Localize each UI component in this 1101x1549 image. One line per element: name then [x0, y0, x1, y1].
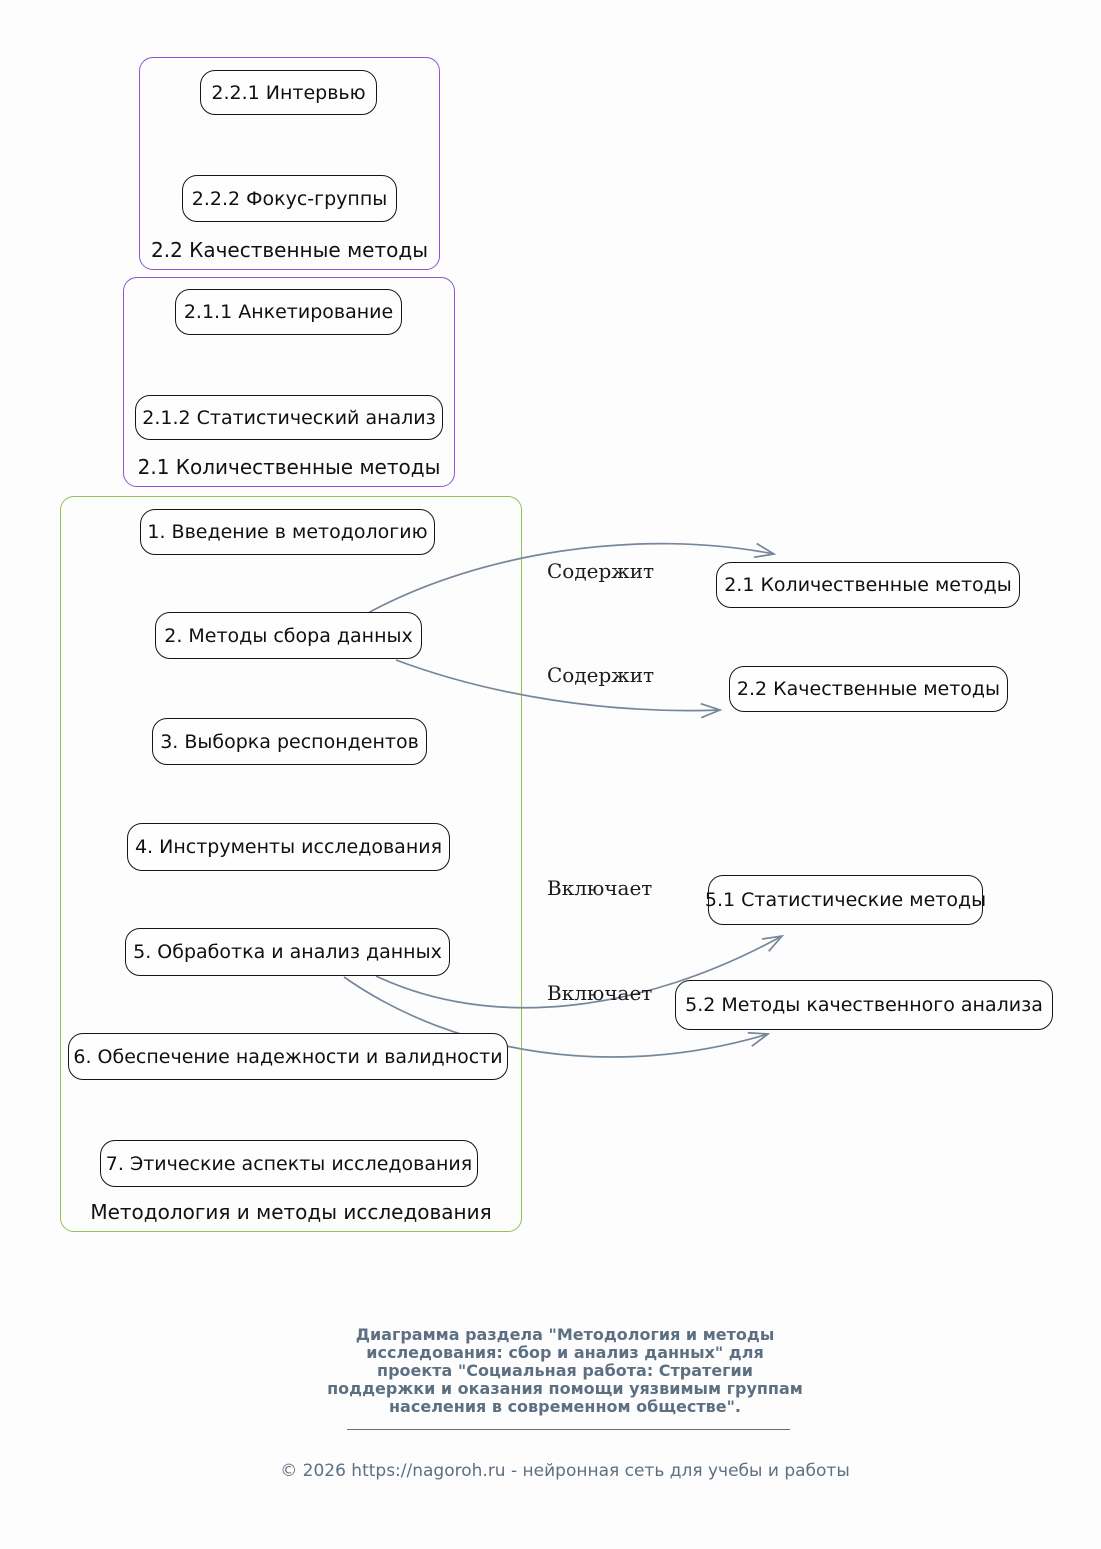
node-interview: 2.2.1 Интервью	[200, 70, 377, 115]
edge-label-contains-2: Содержит	[547, 663, 655, 687]
node-qualitative-analysis-detail: 5.2 Методы качественного анализа	[675, 980, 1053, 1030]
node-statistical-analysis: 2.1.2 Статистический анализ	[135, 395, 443, 440]
cluster-methodology-label: Методология и методы исследования	[90, 1200, 492, 1224]
node-reliability-validity: 6. Обеспечение надежности и валидности	[68, 1033, 508, 1080]
node-data-processing: 5. Обработка и анализ данных	[125, 928, 450, 976]
node-focus-groups: 2.2.2 Фокус-группы	[182, 175, 397, 222]
edge-label-includes-1: Включает	[547, 876, 653, 900]
cluster-qualitative-methods: 2.2 Качественные методы	[139, 57, 440, 270]
edge-label-contains-1: Содержит	[547, 559, 655, 583]
cluster-quantitative-methods-label: 2.1 Количественные методы	[137, 455, 441, 479]
node-ethical-aspects: 7. Этические аспекты исследования	[100, 1140, 478, 1187]
edge-label-includes-2: Включает	[547, 981, 653, 1005]
node-quantitative-methods-detail: 2.1 Количественные методы	[716, 562, 1020, 608]
node-data-collection-methods: 2. Методы сбора данных	[155, 612, 422, 659]
footer-title-line: проекта "Социальная работа: Стратегии	[377, 1361, 753, 1380]
footer-title-line: поддержки и оказания помощи уязвимым гру…	[327, 1379, 803, 1398]
node-research-tools: 4. Инструменты исследования	[127, 823, 450, 871]
cluster-methodology: Методология и методы исследования	[60, 496, 522, 1232]
node-qualitative-methods-detail: 2.2 Качественные методы	[729, 666, 1008, 712]
footer-title-line: Диаграмма раздела "Методология и методы	[355, 1325, 775, 1344]
node-questionnaire: 2.1.1 Анкетирование	[175, 289, 402, 335]
footer-copyright: © 2026 https://nagoroh.ru - нейронная се…	[280, 1461, 850, 1481]
footer-title-line: исследования: сбор и анализ данных" для	[366, 1343, 764, 1362]
footer-separator	[347, 1429, 790, 1430]
footer-title: Диаграмма раздела "Методология и методы …	[225, 1326, 905, 1416]
node-respondent-sampling: 3. Выборка респондентов	[152, 718, 427, 765]
footer-title-line: населения в современном обществе".	[389, 1397, 741, 1416]
cluster-quantitative-methods: 2.1 Количественные методы	[123, 277, 455, 487]
node-intro-methodology: 1. Введение в методологию	[140, 509, 435, 555]
node-statistical-methods-detail: 5.1 Статистические методы	[705, 875, 986, 925]
cluster-qualitative-methods-label: 2.2 Качественные методы	[151, 238, 428, 262]
